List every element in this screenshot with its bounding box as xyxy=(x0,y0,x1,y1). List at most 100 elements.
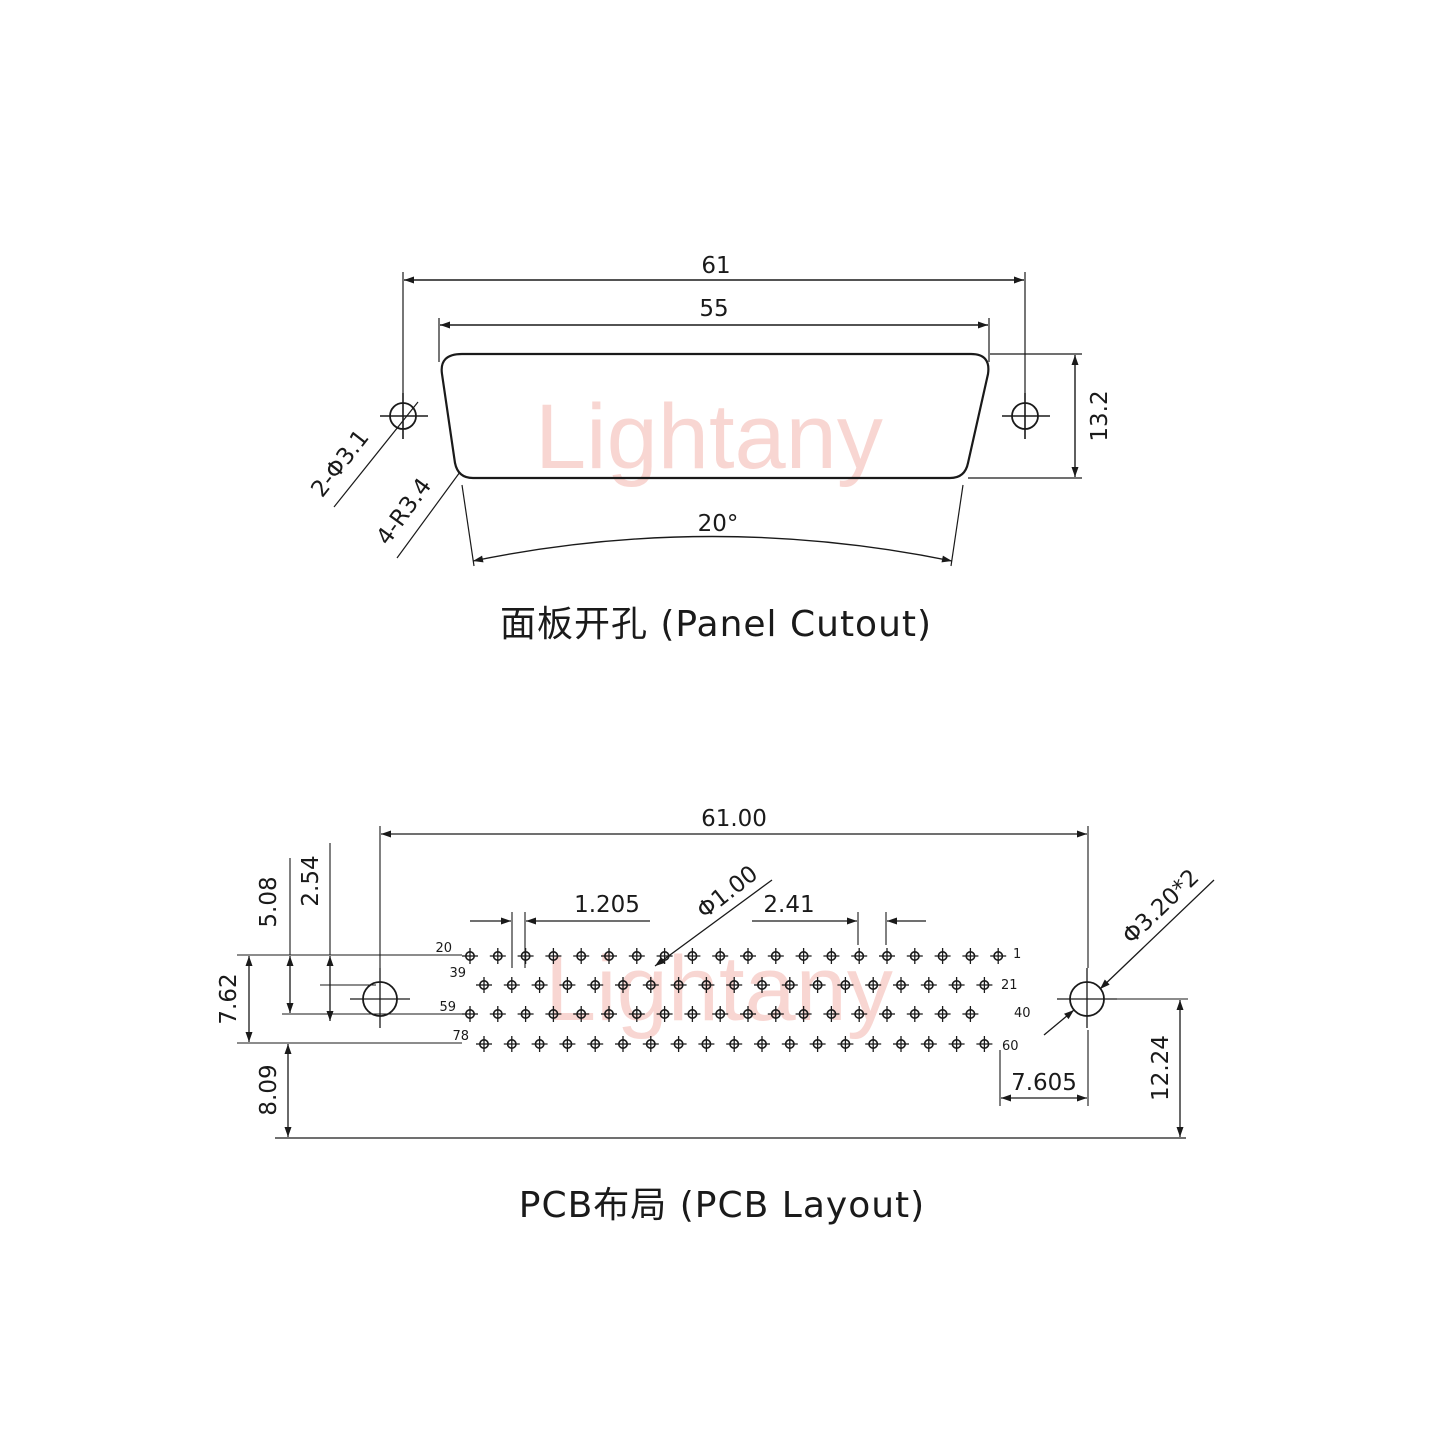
pin-pad xyxy=(712,1006,729,1022)
pin-pad xyxy=(670,1036,687,1052)
pin-pad xyxy=(934,948,951,964)
pin-pad xyxy=(754,1036,770,1052)
pin-pad xyxy=(628,948,645,964)
pin-pad xyxy=(656,1006,673,1022)
label-holes: 2-Φ3.1 xyxy=(306,425,374,502)
row-label-right-4: 60 xyxy=(1002,1039,1019,1054)
row-label-left-1: 20 xyxy=(435,941,452,956)
label-61-00: 61.00 xyxy=(701,806,767,832)
pin-pad xyxy=(934,1006,951,1022)
pin-pad xyxy=(698,977,715,993)
pin-pad xyxy=(976,1036,993,1052)
pin-pad xyxy=(920,1036,937,1052)
pin-pad xyxy=(893,977,909,993)
pin-pad xyxy=(740,948,756,964)
label-mount-dia: Φ3.20*2 xyxy=(1118,864,1205,949)
pin-pad xyxy=(489,1006,506,1022)
row-label-left-4: 78 xyxy=(452,1029,469,1044)
leader-mount-dia xyxy=(1099,879,1215,990)
pin-pad xyxy=(476,977,492,993)
pin-pad xyxy=(809,977,826,993)
pcb-layout-view: Lightany xyxy=(237,826,1215,1139)
pin-pad xyxy=(684,1006,701,1022)
leader-radius xyxy=(396,471,461,559)
leader-pin-dia xyxy=(654,879,773,967)
row-label-left-2: 39 xyxy=(449,966,466,981)
pin-pad xyxy=(767,1006,784,1022)
pcb-title: PCB布局 (PCB Layout) xyxy=(519,1185,925,1226)
pin-pad xyxy=(851,1006,868,1022)
pin-pad xyxy=(865,977,882,993)
pin-pad xyxy=(642,1036,659,1052)
panel-cutout-outline xyxy=(440,352,990,480)
pin-pad xyxy=(837,1036,854,1052)
label-7-62: 7.62 xyxy=(216,973,242,1024)
pin-pad xyxy=(865,1036,882,1052)
pin-pad xyxy=(531,977,548,993)
pin-pad xyxy=(601,1006,617,1022)
leader-mount-dia-tail xyxy=(1043,1009,1075,1036)
pin-pad xyxy=(476,1036,492,1052)
pin-pad xyxy=(990,948,1007,964)
watermark-panel: Lightany xyxy=(535,386,883,488)
pin-pad xyxy=(920,977,937,993)
pin-pad xyxy=(823,948,840,964)
label-55: 55 xyxy=(699,296,728,322)
label-5-08: 5.08 xyxy=(256,876,282,927)
pin-pad xyxy=(573,1006,590,1022)
leader-holes xyxy=(333,401,419,508)
panel-mount-hole-left xyxy=(380,393,428,439)
pin-pad xyxy=(879,948,895,964)
pin-pad xyxy=(628,1006,645,1022)
pin-pad xyxy=(781,1036,798,1052)
pin-pad xyxy=(740,1006,756,1022)
pin-pad xyxy=(795,1006,812,1022)
pin-pad xyxy=(517,948,534,964)
pin-pad xyxy=(879,1006,895,1022)
pin-pad xyxy=(823,1006,840,1022)
pin-pad xyxy=(906,948,923,964)
dim-arc-20deg xyxy=(472,535,953,563)
pin-pad xyxy=(517,1006,534,1022)
pcb-mount-hole-left xyxy=(350,968,410,1028)
pin-pad xyxy=(559,1036,576,1052)
panel-mount-hole-right xyxy=(1002,393,1050,439)
pin-pad xyxy=(948,977,965,993)
pin-pad xyxy=(754,977,770,993)
pin-pad xyxy=(587,977,604,993)
pin-pad xyxy=(712,948,729,964)
row-label-left-3: 59 xyxy=(439,1000,456,1015)
pin-pad xyxy=(684,948,701,964)
label-20deg: 20° xyxy=(698,511,739,537)
pin-pad xyxy=(698,1036,715,1052)
pin-pad xyxy=(948,1036,965,1052)
panel-title: 面板开孔 (Panel Cutout) xyxy=(500,604,932,645)
pin-pad xyxy=(962,1006,979,1022)
pin-pad xyxy=(781,977,798,993)
label-8-09: 8.09 xyxy=(256,1064,282,1115)
pin-pad xyxy=(601,948,617,964)
label-2-54: 2.54 xyxy=(298,855,324,906)
row-label-right-1: 1 xyxy=(1013,947,1021,962)
pin-pad xyxy=(670,977,687,993)
pin-pad xyxy=(545,948,562,964)
pin-pad xyxy=(795,948,812,964)
pin-pad xyxy=(962,948,979,964)
pin-pad xyxy=(976,977,993,993)
label-1-205: 1.205 xyxy=(574,892,640,918)
pin-pad xyxy=(503,977,520,993)
label-7-605: 7.605 xyxy=(1011,1070,1077,1096)
pin-pad xyxy=(851,948,868,964)
pin-pad xyxy=(559,977,576,993)
label-13-2: 13.2 xyxy=(1087,390,1113,441)
pin-pad xyxy=(615,977,631,993)
pin-pad xyxy=(503,1036,520,1052)
pin-pad xyxy=(906,1006,923,1022)
pin-pad xyxy=(726,1036,743,1052)
pin-pad xyxy=(462,948,478,964)
pin-pad xyxy=(893,1036,909,1052)
pin-array xyxy=(462,948,1007,1052)
pcb-mount-hole-right xyxy=(1057,968,1117,1028)
label-pin-dia: Φ1.00 xyxy=(692,861,763,924)
